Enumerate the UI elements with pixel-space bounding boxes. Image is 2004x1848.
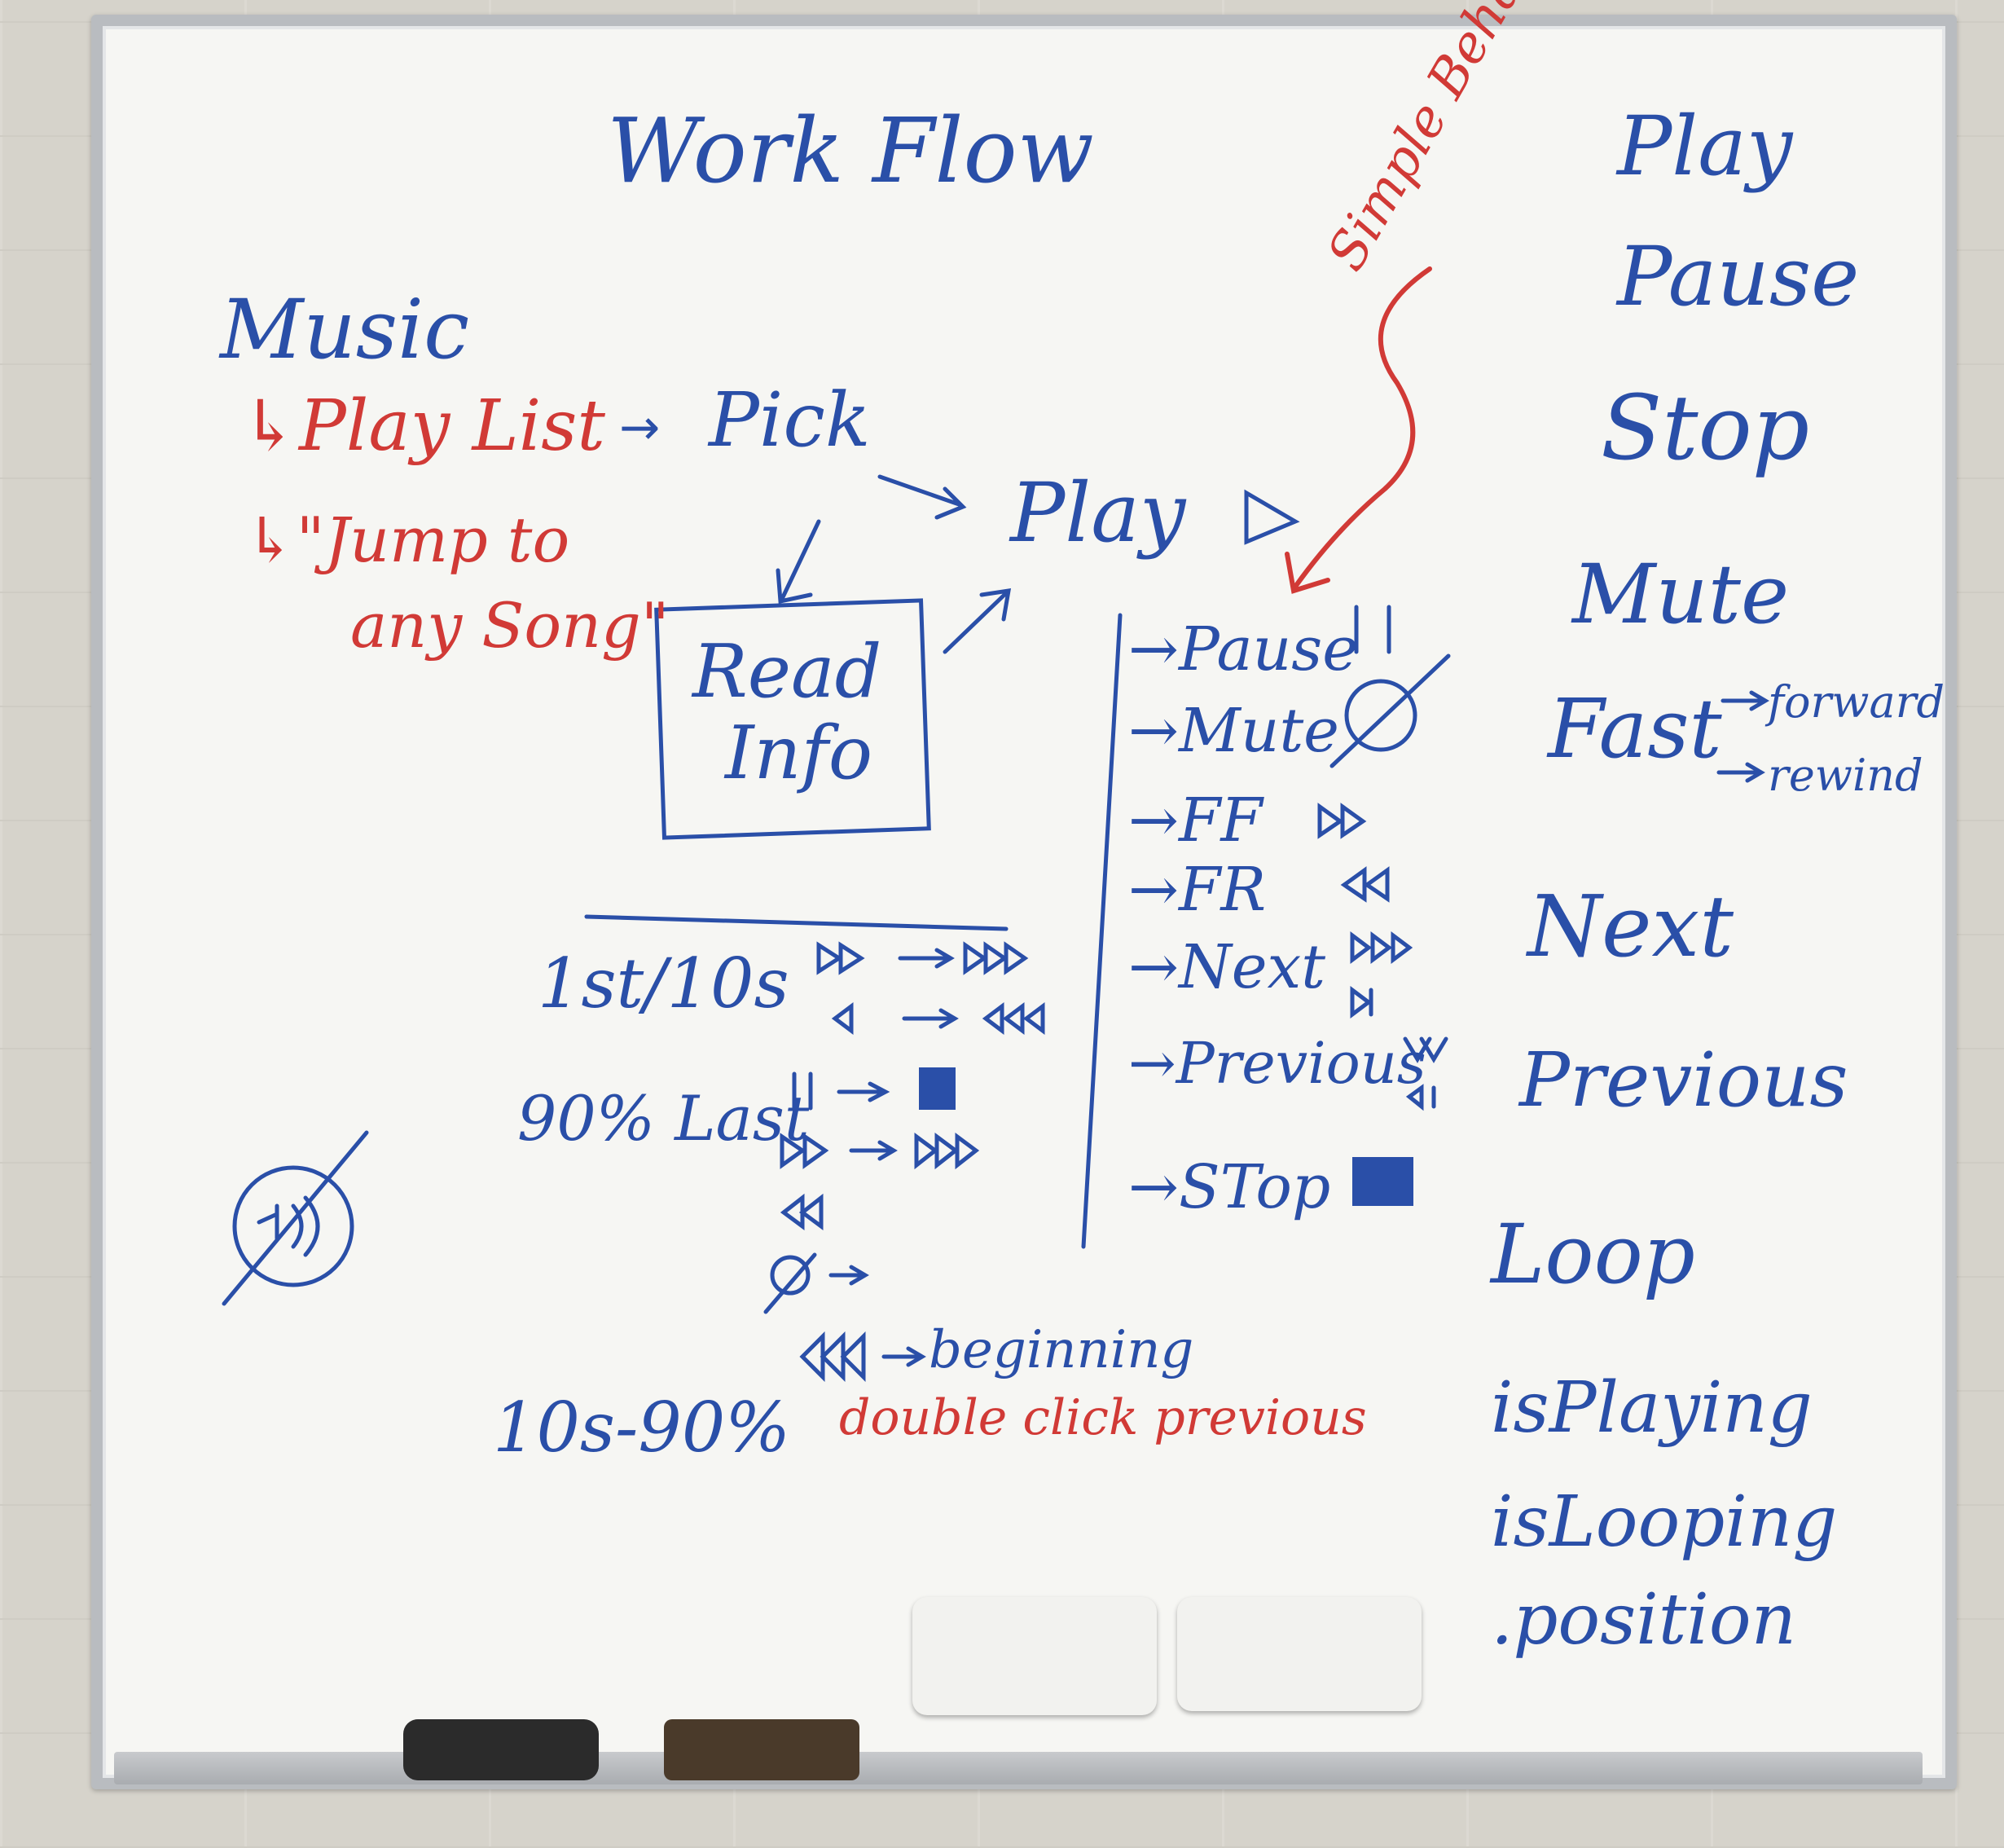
behaviour-previous: →Previous	[1128, 1030, 1426, 1097]
arrow-pick-to-play	[877, 474, 967, 520]
arrow-pick-to-read	[776, 519, 821, 605]
play-triangle-icon	[1244, 489, 1300, 545]
next-icon	[1350, 931, 1413, 1019]
right-play: Play	[1617, 99, 1793, 194]
timing-header-line	[584, 914, 1009, 931]
right-rewind: rewind	[1768, 750, 1923, 801]
pick-label: Pick	[709, 376, 871, 464]
last-90-label: 90% Last	[517, 1082, 810, 1155]
music-label: Music	[220, 282, 470, 377]
white-eraser-right	[1177, 1597, 1422, 1711]
read-label: Read	[692, 629, 882, 715]
fast-forward-icon	[1317, 803, 1367, 839]
right-fast: Fast	[1548, 681, 1722, 777]
title: Work Flow	[607, 99, 1094, 203]
behaviour-next: →Next	[1128, 932, 1326, 1002]
right-is-looping: isLooping	[1491, 1481, 1838, 1563]
mute-icon	[1344, 679, 1417, 752]
info-label: Info	[725, 711, 873, 796]
behaviour-pause: →Pause	[1128, 614, 1359, 684]
glyph-ff-row2	[780, 1133, 980, 1170]
mute-circle-icon	[232, 1165, 354, 1287]
red-curved-arrow	[1285, 266, 1432, 594]
behaviour-stop: →STop	[1128, 1152, 1331, 1222]
playlist-arrow: →	[619, 399, 661, 456]
behaviour-fr: →FR	[1128, 855, 1267, 925]
divider-line	[1081, 613, 1123, 1249]
glyph-fr-to-prev	[831, 1002, 1045, 1035]
range-label: 10s-90%	[493, 1388, 791, 1467]
fast-rewind-icon	[1340, 866, 1390, 903]
playlist-label: ↳Play List	[240, 385, 605, 467]
brown-eraser	[664, 1719, 859, 1780]
beginning-label: beginning	[929, 1320, 1194, 1380]
glyph-ff-to-fff	[816, 941, 1029, 975]
stop-square-icon	[919, 1067, 956, 1110]
behaviour-ff: →FF	[1128, 785, 1263, 856]
right-next: Next	[1527, 877, 1734, 976]
behaviour-mute: →Mute	[1128, 696, 1339, 766]
stop-icon	[1352, 1157, 1413, 1206]
previous-icon	[1403, 1036, 1448, 1111]
jump-label-1: ↳"Jump to	[244, 504, 570, 576]
right-is-playing: isPlaying	[1491, 1367, 1813, 1449]
right-loop: Loop	[1491, 1207, 1695, 1302]
right-mute: Mute	[1572, 547, 1790, 642]
marker-tray	[114, 1752, 1923, 1784]
right-forward: forward	[1768, 676, 1945, 728]
right-position: .position	[1491, 1579, 1797, 1661]
arrow-read-to-play	[943, 588, 1012, 654]
glyph-prev-to-beginning	[799, 1331, 926, 1383]
glyph-fr-row3	[780, 1193, 824, 1230]
right-stop: Stop	[1601, 376, 1810, 480]
double-click-label: double click previous	[839, 1389, 1367, 1446]
black-eraser	[403, 1719, 599, 1780]
play-label: Play	[1010, 465, 1186, 561]
right-previous: Previous	[1519, 1036, 1848, 1124]
pause-icon	[1354, 605, 1391, 654]
glyph-pause-to-stop	[792, 1071, 890, 1111]
right-pause: Pause	[1617, 229, 1860, 324]
first-10s-label: 1st/10s	[538, 944, 789, 1023]
glyph-mute-small	[770, 1255, 811, 1296]
white-eraser-left	[912, 1597, 1157, 1715]
jump-label-2: any Song"	[350, 589, 670, 662]
